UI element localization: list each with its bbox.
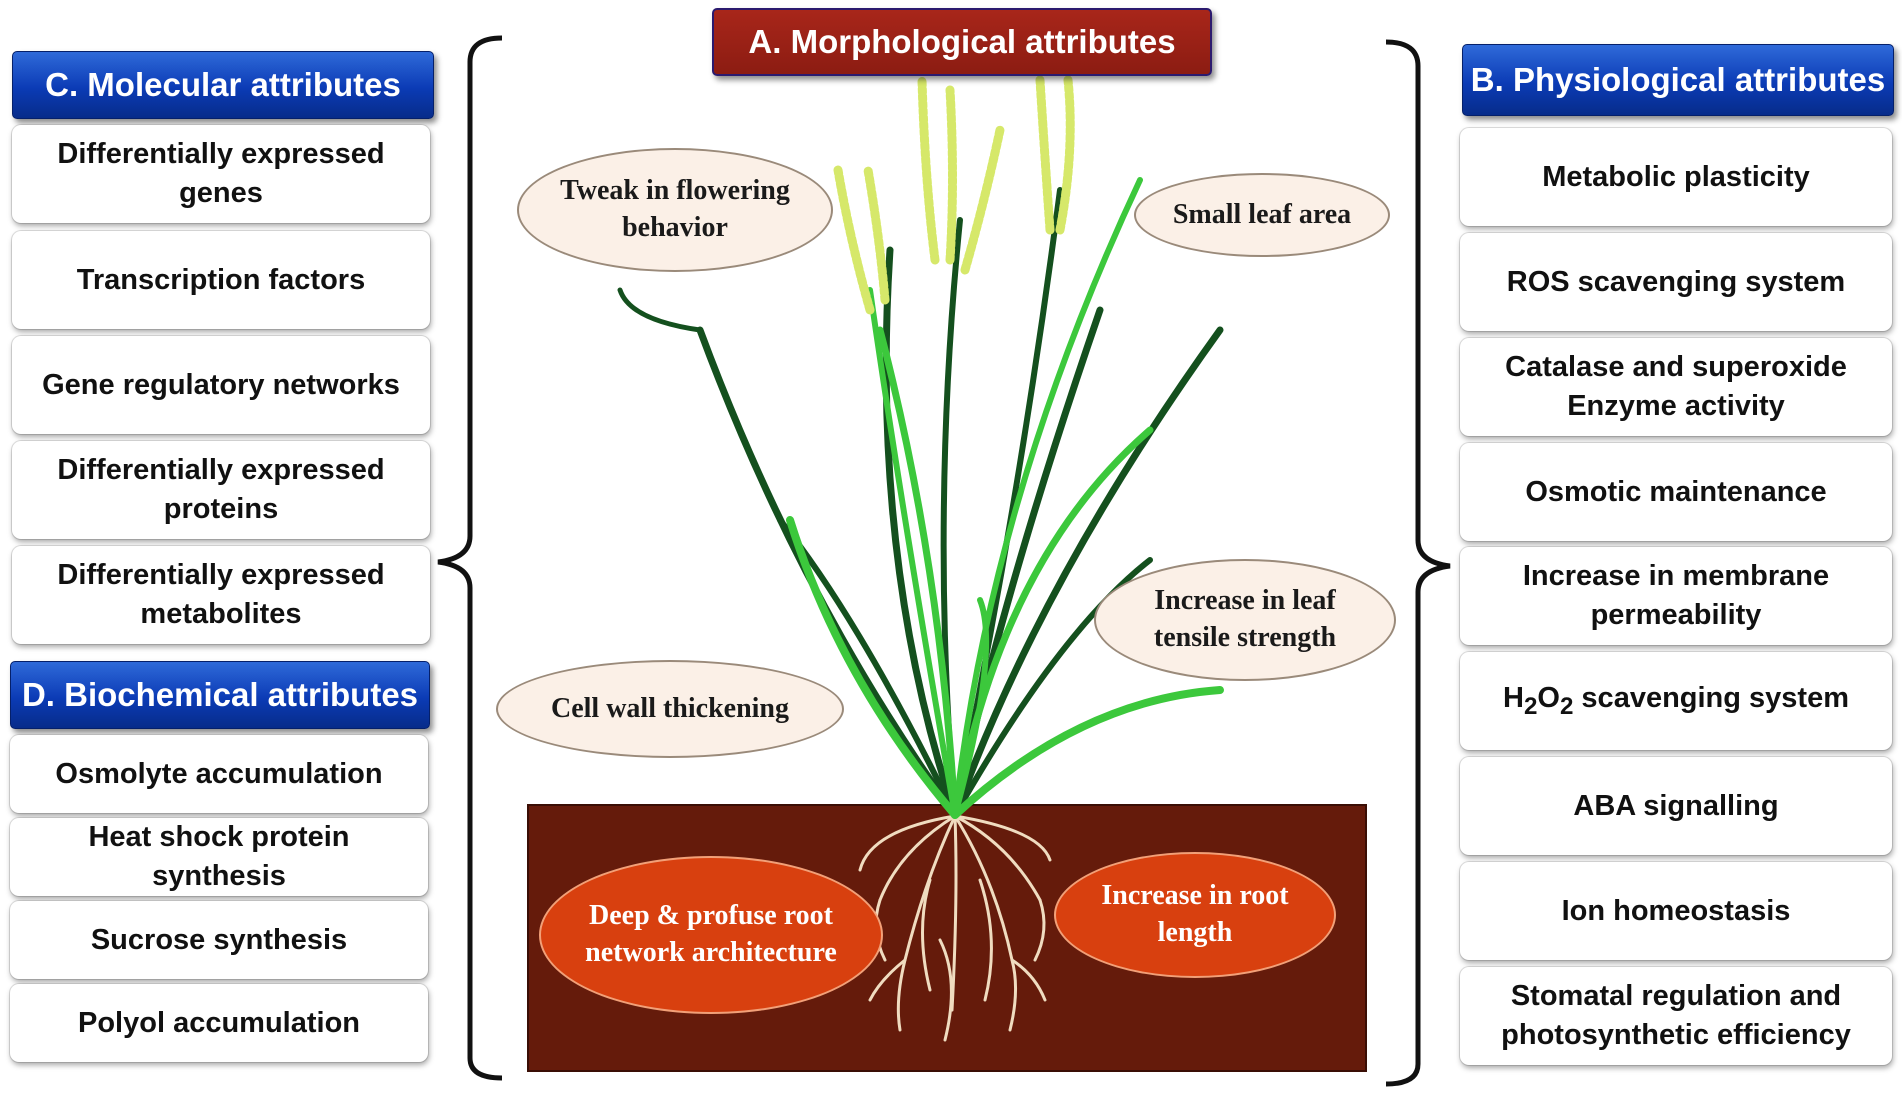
physiological-header: B. Physiological attributes	[1462, 44, 1894, 116]
biochemical-item-polyol: Polyol accumulation	[10, 984, 428, 1062]
biochemical-header: D. Biochemical attributes	[10, 661, 430, 729]
molecular-item-metabolites: Differentially expressed metabolites	[12, 546, 430, 644]
biochemical-item-osmolyte: Osmolyte accumulation	[10, 735, 428, 813]
panicles	[833, 75, 1075, 315]
biochemical-item-sucrose: Sucrose synthesis	[10, 901, 428, 979]
physiological-item-metabolic-plasticity: Metabolic plasticity	[1460, 128, 1892, 226]
physiological-item-osmotic: Osmotic maintenance	[1460, 443, 1892, 541]
physiological-item-stomatal: Stomatal regulation and photosynthetic e…	[1460, 967, 1892, 1065]
molecular-item-genes: Differentially expressed genes	[12, 125, 430, 223]
left-bracket	[437, 35, 503, 1081]
roots	[858, 814, 1052, 1042]
leaves	[617, 177, 1224, 819]
biochemical-item-heat-shock: Heat shock protein synthesis	[10, 818, 428, 896]
trait-oval-flowering: Tweak in flowering behavior	[517, 148, 833, 272]
physiological-item-ion-homeostasis: Ion homeostasis	[1460, 862, 1892, 960]
morphological-header: A. Morphological attributes	[712, 8, 1212, 76]
physiological-item-catalase: Catalase and superoxide Enzyme activity	[1460, 338, 1892, 436]
molecular-item-gene-networks: Gene regulatory networks	[12, 336, 430, 434]
trait-oval-leaf-area: Small leaf area	[1134, 173, 1390, 257]
root-oval-network: Deep & profuse root network architecture	[539, 856, 883, 1014]
physiological-item-ros: ROS scavenging system	[1460, 233, 1892, 331]
physiological-item-membrane: Increase in membrane permeability	[1460, 547, 1892, 645]
molecular-item-transcription-factors: Transcription factors	[12, 231, 430, 329]
root-oval-length: Increase in root length	[1054, 852, 1336, 978]
molecular-header: C. Molecular attributes	[12, 51, 434, 119]
physiological-item-aba: ABA signalling	[1460, 757, 1892, 855]
right-bracket	[1385, 39, 1451, 1087]
trait-oval-cell-wall: Cell wall thickening	[496, 660, 844, 758]
physiological-item-h2o2: H2O2 scavenging system	[1460, 652, 1892, 750]
trait-oval-tensile-strength: Increase in leaf tensile strength	[1094, 559, 1396, 681]
molecular-item-proteins: Differentially expressed proteins	[12, 441, 430, 539]
h2o2-label: H2O2 scavenging system	[1502, 682, 1850, 720]
